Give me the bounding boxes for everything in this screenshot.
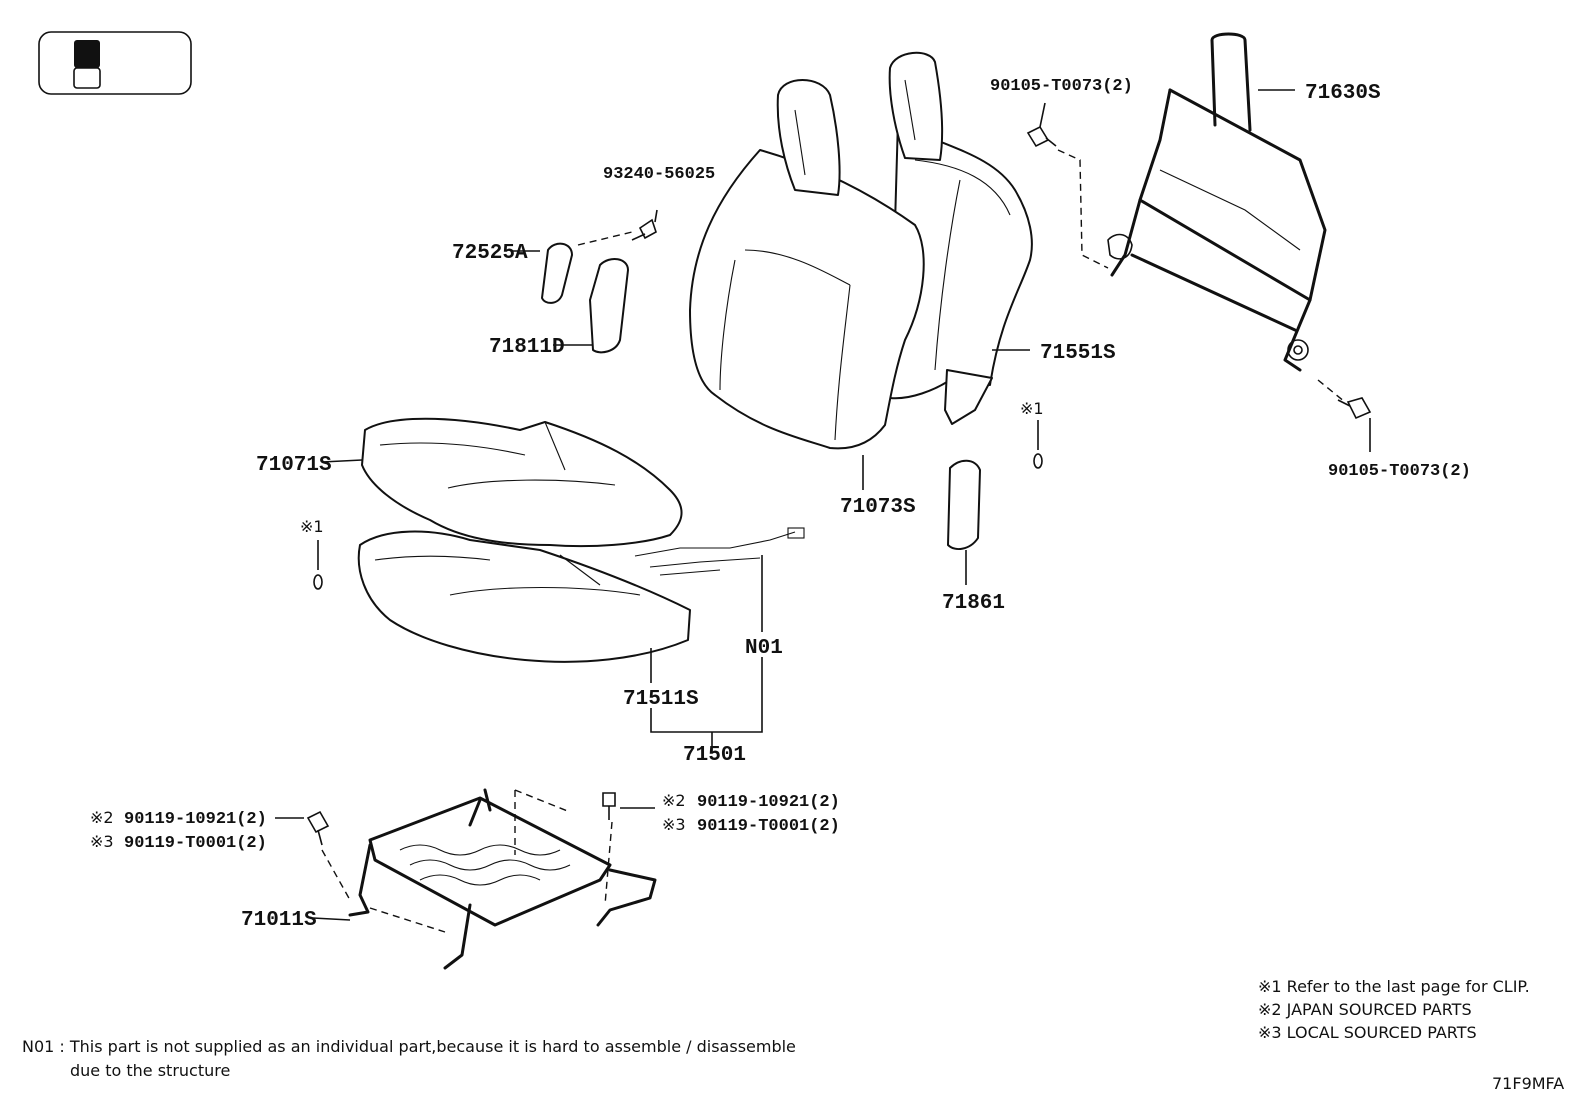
mark-clip-right: ※1 <box>1020 399 1044 418</box>
side-cover <box>589 258 629 354</box>
mark-japan-left: ※2 <box>90 808 114 827</box>
label-71551s: 71551S <box>1040 342 1116 365</box>
label-71511s: 71511S <box>623 688 699 711</box>
footnote-line-2: due to the structure <box>70 1061 230 1080</box>
label-bolt-right-local: 90119-T0001(2) <box>697 817 840 836</box>
label-71630s: 71630S <box>1305 82 1381 105</box>
label-71811d: 71811D <box>489 336 565 359</box>
clip-bolt-top <box>631 218 657 241</box>
label-71071s: 71071S <box>256 454 332 477</box>
seat-cushion-pad <box>357 530 691 663</box>
label-93240-56025: 93240-56025 <box>603 165 715 184</box>
bolt-right <box>602 792 616 820</box>
clip-right <box>1033 453 1043 469</box>
mark-japan-right: ※2 <box>662 791 686 810</box>
illustration-code: 71F9MFA <box>1492 1074 1564 1093</box>
seat-back-frame <box>1107 32 1327 372</box>
label-71073s: 71073S <box>840 496 916 519</box>
mark-clip-left: ※1 <box>300 517 324 536</box>
hinge-cover <box>947 459 981 551</box>
label-bolt-left-japan: 90119-10921(2) <box>124 810 267 829</box>
label-bolt-left-local: 90119-T0001(2) <box>124 834 267 853</box>
clip-left <box>313 574 323 590</box>
label-n01: N01 <box>745 637 783 660</box>
seat-back-pad <box>689 51 1033 450</box>
label-71011s: 71011S <box>241 909 317 932</box>
legend-note-3: ※3 LOCAL SOURCED PARTS <box>1258 1023 1477 1042</box>
bolt-bottom <box>1337 397 1372 420</box>
label-90105-bottom: 90105-T0073(2) <box>1328 462 1471 481</box>
footnote-line-1: N01 : This part is not supplied as an in… <box>22 1037 796 1056</box>
label-72525a: 72525A <box>452 242 528 265</box>
label-71501: 71501 <box>683 744 746 767</box>
bolt-left <box>306 810 330 846</box>
mark-local-left: ※3 <box>90 832 114 851</box>
bolt-top <box>1026 125 1057 148</box>
view-indicator-box <box>38 31 192 95</box>
legend-note-1: ※1 Refer to the last page for CLIP. <box>1258 977 1530 996</box>
legend-note-2: ※2 JAPAN SOURCED PARTS <box>1258 1000 1472 1019</box>
wire-harness <box>634 527 805 576</box>
label-71861: 71861 <box>942 592 1005 615</box>
seat-cushion-frame <box>348 788 657 970</box>
seat-cushion-cover <box>361 417 683 548</box>
label-bolt-right-japan: 90119-10921(2) <box>697 793 840 812</box>
armrest-cap <box>541 242 573 304</box>
label-90105-top: 90105-T0073(2) <box>990 77 1133 96</box>
mark-local-right: ※3 <box>662 815 686 834</box>
